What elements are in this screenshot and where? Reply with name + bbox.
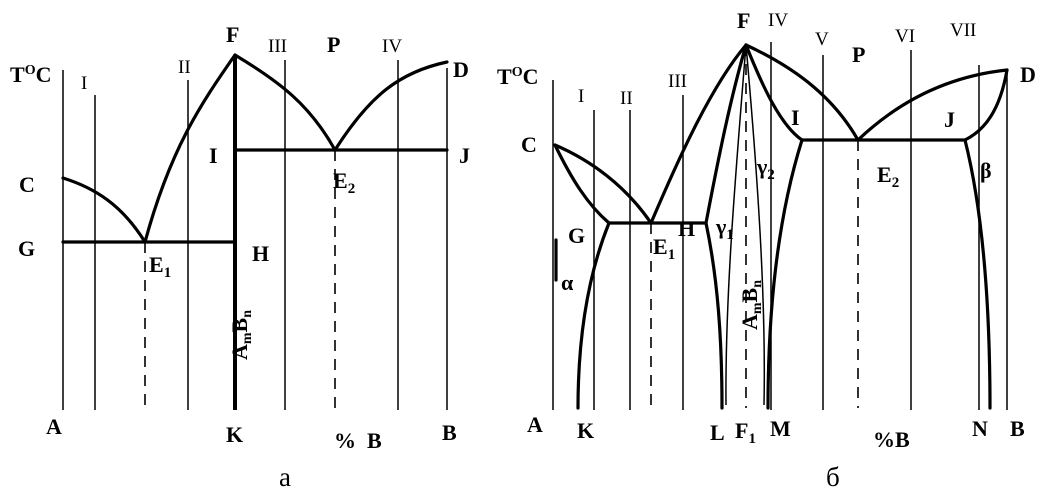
b-zone-II: II bbox=[620, 88, 633, 109]
a-zone-III: III bbox=[268, 36, 287, 57]
b-point-A: A bbox=[527, 412, 543, 437]
b-compound-label: AmBn bbox=[737, 280, 765, 330]
b-point-L: L bbox=[710, 420, 725, 445]
a-point-K: K bbox=[226, 422, 243, 447]
diagram-a: TOC I II III IV F P D C I J G H E1 E2 Am… bbox=[10, 22, 470, 492]
a-zone-II: II bbox=[178, 57, 191, 78]
b-solidus-d-j bbox=[963, 68, 1009, 142]
a-liquidus-e2-d bbox=[333, 60, 449, 152]
b-solvus-gamma1 bbox=[704, 221, 724, 410]
b-compound-right-solidus bbox=[745, 44, 766, 406]
b-liquidus-f-e2 bbox=[744, 43, 860, 142]
a-zone-I: I bbox=[81, 73, 87, 94]
b-solvus-beta bbox=[963, 138, 992, 410]
b-point-K: K bbox=[577, 418, 594, 443]
b-zone-VII: VII bbox=[950, 20, 976, 41]
a-liquidus-f-e2 bbox=[233, 53, 337, 152]
b-point-alpha: α bbox=[561, 270, 574, 295]
b-liquidus-e1-f bbox=[649, 43, 748, 225]
b-solvus-alpha bbox=[576, 221, 611, 410]
b-point-M: M bbox=[770, 416, 791, 441]
b-zone-III: III bbox=[668, 71, 687, 92]
a-point-J: J bbox=[459, 143, 470, 168]
a-liquidus-c-e1 bbox=[61, 176, 147, 244]
b-point-G: G bbox=[568, 223, 585, 248]
a-zone-IV: IV bbox=[382, 36, 402, 57]
b-point-C: C bbox=[521, 132, 537, 157]
a-point-E2: E2 bbox=[333, 168, 355, 197]
b-solidus-c-g bbox=[553, 143, 611, 225]
b-point-gamma1: γ1 bbox=[715, 214, 734, 243]
a-point-D: D bbox=[453, 57, 469, 82]
b-point-J: J bbox=[944, 107, 955, 132]
b-zone-IV: IV bbox=[768, 10, 788, 31]
b-liquidus-e2-d bbox=[856, 68, 1009, 142]
a-point-A: A bbox=[46, 414, 62, 439]
b-point-E2: E2 bbox=[877, 162, 899, 191]
a-point-H: H bbox=[252, 241, 269, 266]
b-zone-V: V bbox=[815, 29, 829, 50]
a-axis-temp-label: TOC bbox=[10, 62, 51, 87]
b-point-F: F bbox=[737, 8, 750, 33]
a-point-B: B bbox=[442, 420, 457, 445]
a-point-E1: E1 bbox=[149, 252, 171, 281]
b-caption: б bbox=[826, 462, 840, 492]
b-point-E1: E1 bbox=[653, 234, 675, 263]
b-point-P: P bbox=[852, 42, 865, 67]
a-point-F: F bbox=[226, 22, 239, 47]
a-percent-b: % B bbox=[334, 428, 382, 453]
b-solidus-f-i bbox=[744, 43, 804, 142]
b-point-I: I bbox=[791, 105, 800, 130]
b-point-beta: β bbox=[980, 158, 992, 183]
a-point-I: I bbox=[209, 143, 218, 168]
a-point-P: P bbox=[327, 32, 340, 57]
b-point-D: D bbox=[1020, 62, 1036, 87]
b-point-B: B bbox=[1010, 416, 1025, 441]
a-liquidus-e1-f bbox=[143, 53, 237, 244]
b-solvus-gamma2 bbox=[766, 138, 804, 410]
b-compound-left-solidus bbox=[725, 44, 747, 406]
a-caption: а bbox=[279, 462, 291, 492]
b-zone-VI: VI bbox=[895, 26, 915, 47]
b-point-F1: F1 bbox=[735, 418, 756, 447]
diagram-b: TOC I II III IV V VI VII F P D C I J γ2 … bbox=[497, 8, 1036, 492]
b-solidus-h-f bbox=[704, 43, 748, 225]
a-point-G: G bbox=[18, 236, 35, 261]
b-point-gamma2: γ2 bbox=[756, 154, 775, 183]
b-axis-temp-label: TOC bbox=[497, 64, 538, 89]
b-percent-b: %B bbox=[873, 427, 910, 452]
a-compound-label: AmBn bbox=[227, 310, 255, 360]
b-zone-I: I bbox=[578, 86, 584, 107]
b-point-N: N bbox=[972, 416, 988, 441]
b-point-H: H bbox=[678, 216, 695, 241]
a-point-C: C bbox=[19, 172, 35, 197]
b-liquidus-c-e1 bbox=[553, 143, 653, 225]
